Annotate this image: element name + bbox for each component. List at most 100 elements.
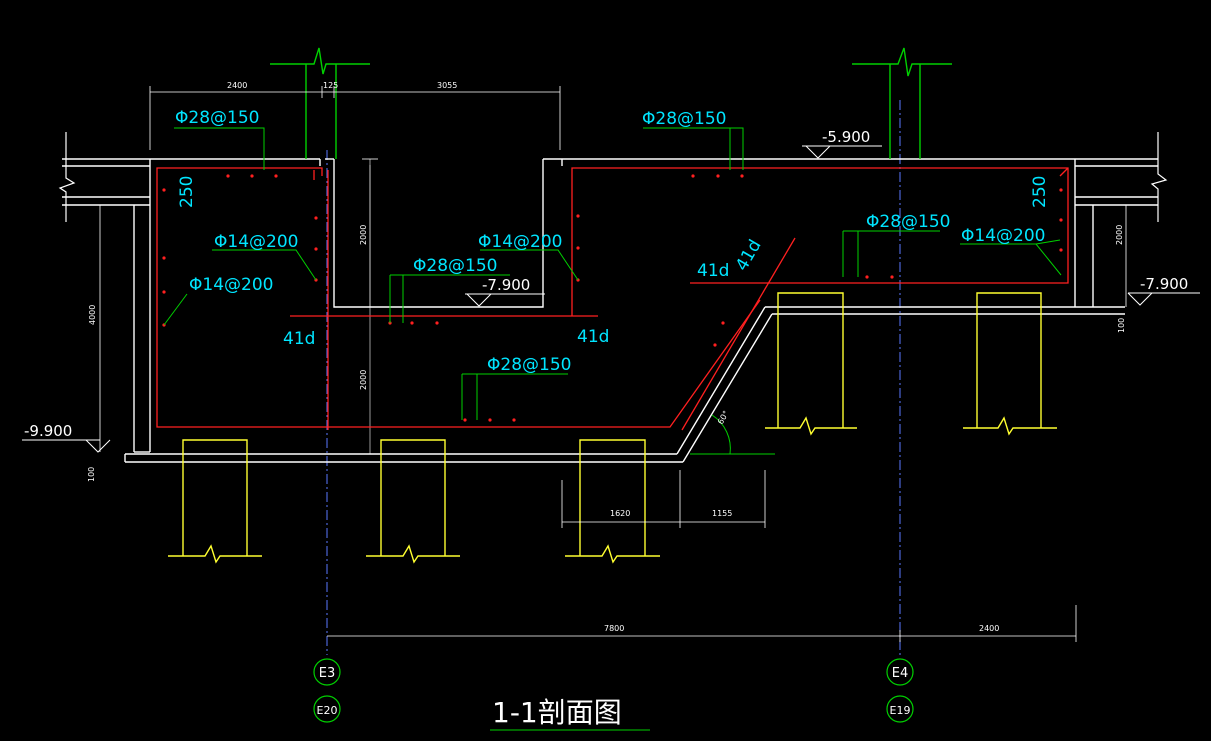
rebar-dot	[162, 256, 166, 260]
grid-circle-e3	[313, 658, 341, 686]
pile-5	[963, 292, 1057, 436]
grid-circle-e20	[313, 695, 341, 723]
grid-label-e19: E19	[890, 704, 911, 717]
dimension-lines	[94, 86, 1127, 642]
rebar-dot	[162, 290, 166, 294]
right-break-line	[1150, 132, 1168, 222]
leader-top-left	[174, 127, 265, 170]
leader-wall-right	[960, 243, 1062, 276]
level-label-right: -7.900	[1140, 275, 1188, 293]
dim-text-left-height: 4000	[88, 305, 97, 325]
columns-above	[270, 47, 952, 159]
grid-circles	[313, 658, 914, 723]
grid-label-e20: E20	[317, 704, 338, 717]
rebar-dot	[865, 275, 869, 279]
leader-lines	[163, 127, 1062, 455]
leader-wall-left-2	[163, 293, 188, 326]
rebar-dot	[488, 418, 492, 422]
dim-text-lower-height: 2000	[359, 370, 368, 390]
drawing-title: 1-1剖面图	[492, 696, 622, 729]
pile-1	[168, 439, 262, 564]
rebar-lines	[156, 167, 1069, 431]
rebar-slope-bar	[681, 237, 796, 431]
rebar-dot	[162, 188, 166, 192]
left-break-line	[58, 132, 76, 222]
pile-3	[565, 439, 660, 564]
rebar-label-wall-mid: Φ14@200	[478, 232, 562, 252]
break-symbols	[58, 132, 1168, 222]
rebar-dot	[691, 174, 695, 178]
level-label-mid: -7.900	[482, 276, 530, 294]
cover-label-group: 250 250	[177, 176, 1050, 208]
level-mid-tri	[466, 293, 492, 307]
level-label-bottom: -9.900	[24, 422, 72, 440]
cover-label-right: 250	[1030, 176, 1050, 208]
rebar-dot	[740, 174, 744, 178]
concrete-outline	[62, 158, 1158, 463]
pile-2	[366, 439, 460, 564]
dim-text-right-slab: 100	[1117, 318, 1126, 333]
level-bottom-tri	[85, 439, 111, 453]
rebar-dot	[721, 321, 725, 325]
rebar-dot	[576, 246, 580, 250]
dim-text-bottom-2: 1155	[712, 509, 732, 518]
rebar-dot	[713, 343, 717, 347]
col-left-break	[270, 47, 370, 75]
piles	[168, 292, 1057, 564]
rebar-dot	[716, 174, 720, 178]
rebar-dot	[226, 174, 230, 178]
rebar-dot	[250, 174, 254, 178]
rebar-label-top-right: Φ28@150	[642, 109, 726, 129]
dim-text-right-height: 2000	[1115, 225, 1124, 245]
rebar-dot	[314, 216, 318, 220]
rebar-label-wall-left-1: Φ14@200	[214, 232, 298, 252]
dim-text-axis-span: 7800	[604, 624, 624, 633]
dim-text-left-slab: 100	[87, 467, 96, 482]
rebar-dot	[314, 247, 318, 251]
rebar-dot	[410, 321, 414, 325]
rebar-dot	[463, 418, 467, 422]
level-top-tri	[805, 145, 831, 159]
pile-4	[765, 292, 857, 436]
rebar-label-bottom: Φ28@150	[487, 355, 571, 375]
rebar-dot	[435, 321, 439, 325]
dim-text-right-span: 2400	[979, 624, 999, 633]
grid-label-e4: E4	[892, 666, 909, 681]
rebar-dot	[576, 214, 580, 218]
grid-label-group: E3 E20 E4 E19	[317, 666, 911, 717]
rebar-label-wall-left-2: Φ14@200	[189, 275, 273, 295]
leader-wall-left-1	[212, 249, 317, 281]
level-label-group: -5.900 -7.900 -7.900 -9.900	[24, 128, 1188, 440]
rebar-dot	[1059, 248, 1063, 252]
rebar-dot	[274, 174, 278, 178]
leader-top-right	[643, 127, 744, 170]
rebar-label-right-inner: Φ28@150	[866, 212, 950, 232]
grid-axis-lines	[326, 100, 901, 655]
rebar-label-top-left: Φ28@150	[175, 108, 259, 128]
rebar-label-mid-step: Φ28@150	[413, 256, 497, 276]
grid-circle-e19	[886, 695, 914, 723]
anchorage-label-mid-left: 41d	[283, 329, 315, 349]
anchorage-label-mid-right: 41d	[577, 327, 609, 347]
leader-wall-mid	[480, 249, 579, 281]
grid-circle-e4	[886, 658, 914, 686]
dim-text-top-right: 3055	[437, 81, 457, 90]
rebar-label-group: Φ28@150 Φ28@150 Φ28@150 Φ28@150 Φ28@150 …	[175, 108, 1045, 375]
dim-text-angle: 60°	[716, 409, 731, 426]
anchorage-label-slope-right: 41d	[732, 236, 766, 274]
anchorage-label-slope-left: 41d	[697, 261, 729, 281]
grid-label-e3: E3	[319, 666, 336, 681]
dim-text-step-height: 2000	[359, 225, 368, 245]
angle-arc	[711, 414, 731, 455]
rebar-label-wall-right: Φ14@200	[961, 226, 1045, 246]
cover-label-left: 250	[177, 176, 197, 208]
col-right-break	[852, 47, 952, 77]
level-right-tri	[1127, 292, 1153, 306]
dim-text-top-gap: 125	[323, 81, 338, 90]
dim-text-bottom-1: 1620	[610, 509, 630, 518]
rebar-hook-right	[1059, 167, 1069, 177]
level-markers	[22, 145, 1200, 453]
rebar-dot	[1059, 188, 1063, 192]
dim-text-top-left: 2400	[227, 81, 247, 90]
